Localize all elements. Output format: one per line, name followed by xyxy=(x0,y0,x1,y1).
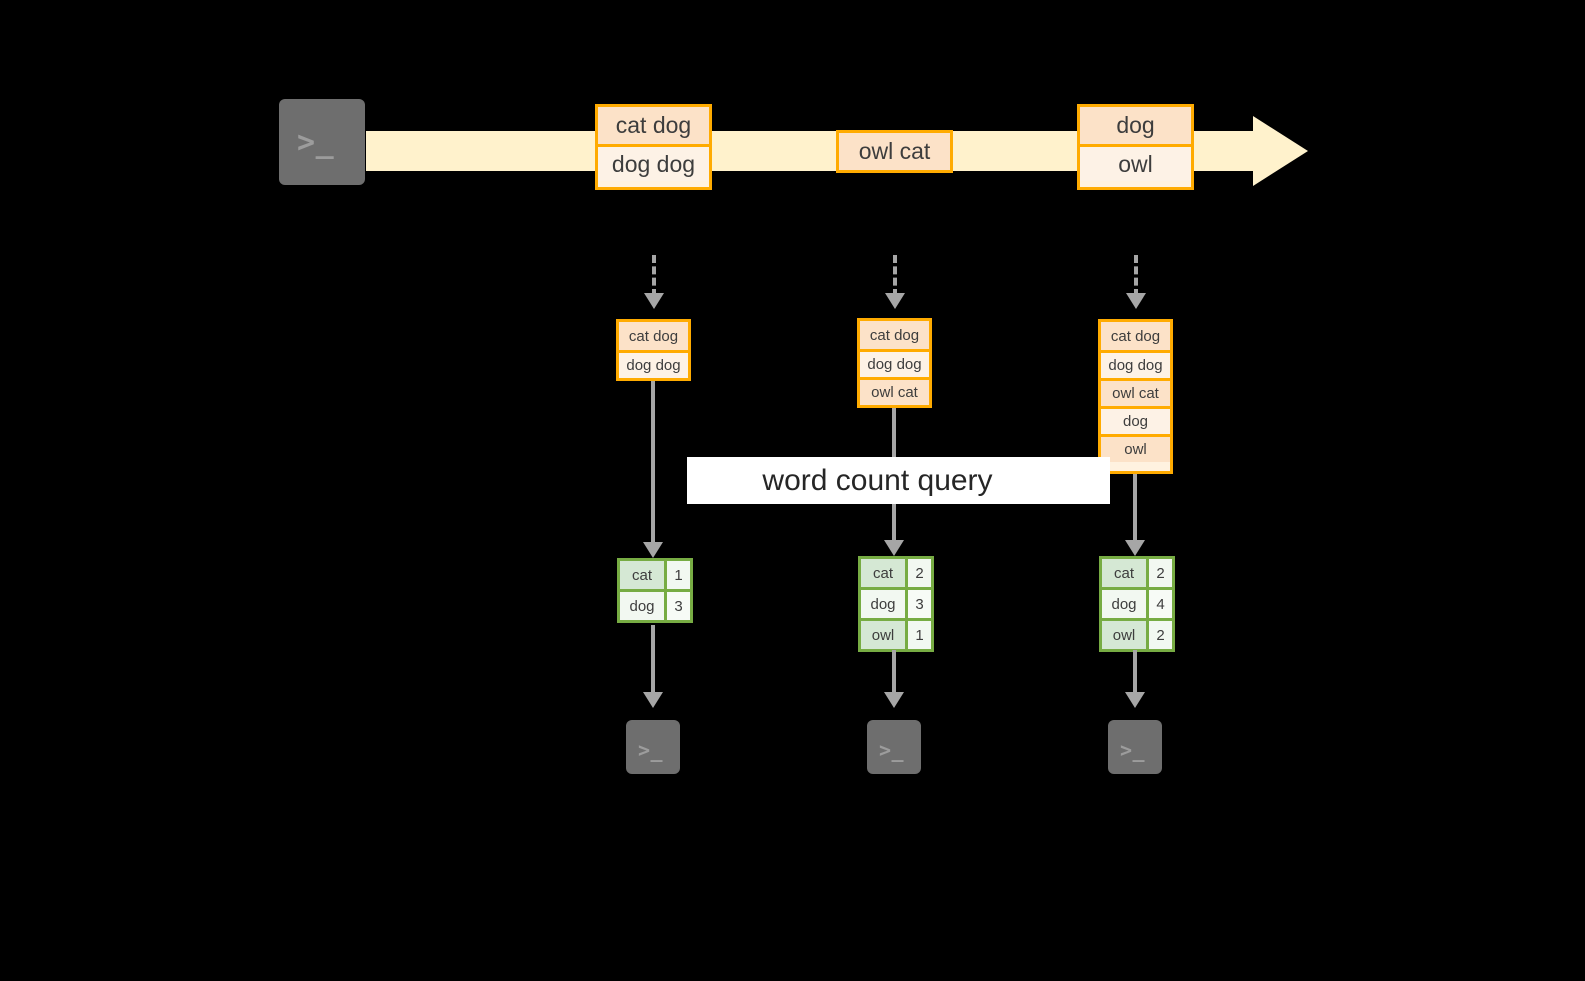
accumulated-line: dog dog xyxy=(860,349,929,377)
result-word: owl xyxy=(861,621,905,649)
query-label-text: word count query xyxy=(762,463,993,497)
stream-message-batch-2[interactable]: owl cat xyxy=(836,130,953,173)
trigger-connector-arrowhead-3 xyxy=(1126,293,1146,309)
result-count: 2 xyxy=(1146,621,1172,649)
terminal-prompt-glyph: >_ xyxy=(879,738,904,762)
result-word: cat xyxy=(861,559,905,587)
query-label-band: word count query xyxy=(687,457,1110,504)
stream-message-batch-3[interactable]: dog owl xyxy=(1077,104,1194,190)
stream-message-line: dog dog xyxy=(598,144,709,181)
accumulated-line: dog dog xyxy=(619,350,688,378)
query-connector-arrowhead-1 xyxy=(643,542,663,558)
result-word: cat xyxy=(1102,559,1146,587)
terminal-prompt-glyph: >_ xyxy=(1120,738,1145,762)
accumulated-input-1[interactable]: cat dog dog dog xyxy=(616,319,691,381)
trigger-connector-arrowhead-1 xyxy=(644,293,664,309)
result-table-3[interactable]: cat 2 dog 4 owl 2 xyxy=(1099,556,1175,652)
sink-connector-arrowhead-2 xyxy=(884,692,904,708)
source-terminal-icon[interactable]: >_ xyxy=(272,92,372,192)
terminal-prompt-glyph: >_ xyxy=(297,125,335,160)
query-connector-arrowhead-2 xyxy=(884,540,904,556)
trigger-connector-arrowhead-2 xyxy=(885,293,905,309)
stream-message-line: dog xyxy=(1080,107,1191,144)
terminal-body: >_ xyxy=(867,720,921,774)
result-row: cat 2 xyxy=(861,559,931,587)
terminal-prompt-glyph: >_ xyxy=(638,738,663,762)
query-connector-1 xyxy=(651,381,655,545)
accumulated-line: owl cat xyxy=(1101,378,1170,406)
query-connector-3 xyxy=(1133,474,1137,543)
stream-arrow-head xyxy=(1253,116,1308,186)
result-count: 2 xyxy=(1146,559,1172,587)
result-count: 3 xyxy=(905,590,931,618)
sink-connector-1 xyxy=(651,625,655,695)
result-row: owl 1 xyxy=(861,618,931,649)
result-word: dog xyxy=(1102,590,1146,618)
trigger-connector-dashed-2 xyxy=(893,255,897,297)
accumulated-line: cat dog xyxy=(1101,322,1170,350)
stream-message-line: owl xyxy=(1080,144,1191,181)
accumulated-input-3[interactable]: cat dog dog dog owl cat dog owl xyxy=(1098,319,1173,474)
result-count: 2 xyxy=(905,559,931,587)
result-count: 1 xyxy=(905,621,931,649)
accumulated-line: dog dog xyxy=(1101,350,1170,378)
query-connector-arrowhead-3 xyxy=(1125,540,1145,556)
sink-connector-arrowhead-1 xyxy=(643,692,663,708)
result-row: cat 2 xyxy=(1102,559,1172,587)
sink-connector-arrowhead-3 xyxy=(1125,692,1145,708)
result-word: cat xyxy=(620,561,664,589)
result-count: 1 xyxy=(664,561,690,589)
stream-message-batch-1[interactable]: cat dog dog dog xyxy=(595,104,712,190)
accumulated-line: cat dog xyxy=(860,321,929,349)
result-table-1[interactable]: cat 1 dog 3 xyxy=(617,558,693,623)
result-word: dog xyxy=(620,592,664,620)
terminal-body: >_ xyxy=(1108,720,1162,774)
result-table-2[interactable]: cat 2 dog 3 owl 1 xyxy=(858,556,934,652)
result-count: 4 xyxy=(1146,590,1172,618)
result-word: dog xyxy=(861,590,905,618)
result-row: dog 3 xyxy=(861,587,931,618)
result-count: 3 xyxy=(664,592,690,620)
sink-terminal-icon-3[interactable]: >_ xyxy=(1101,713,1169,781)
sink-connector-3 xyxy=(1133,650,1137,695)
result-word: owl xyxy=(1102,621,1146,649)
result-row: cat 1 xyxy=(620,561,690,589)
result-row: dog 3 xyxy=(620,589,690,620)
accumulated-input-2[interactable]: cat dog dog dog owl cat xyxy=(857,318,932,408)
sink-connector-2 xyxy=(892,650,896,695)
accumulated-line: owl cat xyxy=(860,377,929,405)
trigger-connector-dashed-3 xyxy=(1134,255,1138,297)
terminal-body: >_ xyxy=(626,720,680,774)
accumulated-line: owl xyxy=(1101,434,1170,462)
stream-message-line: owl cat xyxy=(839,133,950,170)
sink-terminal-icon-1[interactable]: >_ xyxy=(619,713,687,781)
accumulated-line: cat dog xyxy=(619,322,688,350)
sink-terminal-icon-2[interactable]: >_ xyxy=(860,713,928,781)
trigger-connector-dashed-1 xyxy=(652,255,656,297)
terminal-body: >_ xyxy=(279,99,365,185)
result-row: owl 2 xyxy=(1102,618,1172,649)
stream-message-line: cat dog xyxy=(598,107,709,144)
result-row: dog 4 xyxy=(1102,587,1172,618)
accumulated-line: dog xyxy=(1101,406,1170,434)
